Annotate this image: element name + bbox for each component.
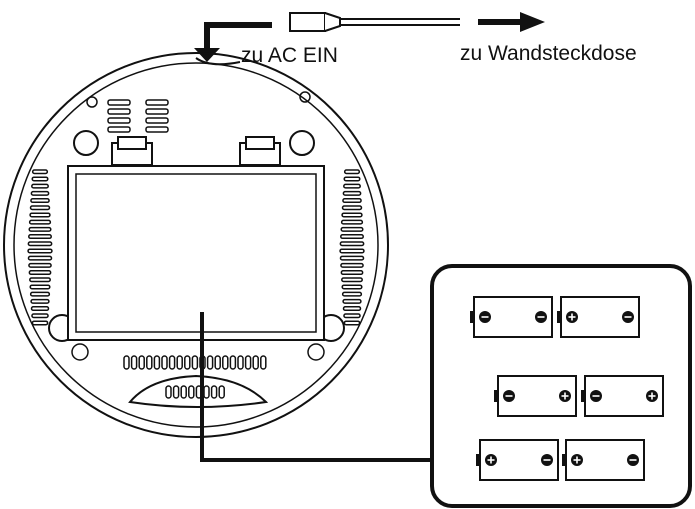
arrow-to-ac-in	[204, 22, 272, 52]
power-plug	[289, 12, 326, 32]
bottom-handle	[128, 374, 269, 408]
screw-bottom-left	[71, 343, 89, 361]
battery	[581, 375, 664, 417]
battery-cover	[67, 165, 325, 341]
battery-cover-inner	[75, 173, 317, 333]
battery	[557, 296, 640, 338]
screw-top-right	[299, 91, 311, 103]
side-vents-right	[339, 169, 365, 326]
negative-terminal-icon	[627, 454, 639, 466]
arrow-head-right-icon	[520, 12, 545, 32]
negative-terminal-icon	[541, 454, 553, 466]
bottom-vents	[123, 355, 267, 370]
handle-vents	[165, 385, 225, 399]
battery	[476, 439, 559, 481]
plug-tip	[324, 12, 341, 32]
battery	[494, 375, 577, 417]
positive-terminal-icon	[485, 454, 497, 466]
batteries	[470, 296, 664, 481]
positive-terminal-icon	[571, 454, 583, 466]
negative-terminal-icon	[535, 311, 547, 323]
label-to-ac-in: zu AC EIN	[241, 44, 338, 67]
battery	[470, 296, 553, 338]
latch-right	[239, 136, 281, 166]
side-vents-left	[27, 169, 53, 326]
label-to-wall-socket: zu Wandsteckdose	[460, 42, 637, 65]
negative-terminal-icon	[503, 390, 515, 402]
screw-bottom-right	[307, 343, 325, 361]
foot-top-right	[289, 130, 315, 156]
negative-terminal-icon	[479, 311, 491, 323]
battery	[562, 439, 645, 481]
device-body	[3, 52, 389, 438]
latch-left	[111, 136, 153, 166]
leader-line	[200, 312, 432, 462]
device-outer-rim	[3, 52, 389, 438]
cable-notch	[195, 57, 241, 66]
negative-terminal-icon	[622, 311, 634, 323]
power-cable	[194, 12, 545, 62]
positive-terminal-icon	[646, 390, 658, 402]
device-inner-rim	[13, 62, 379, 428]
foot-top-left	[73, 130, 99, 156]
positive-terminal-icon	[566, 311, 578, 323]
arrow-head-down-icon	[194, 48, 220, 62]
positive-terminal-icon	[559, 390, 571, 402]
top-vents	[107, 99, 169, 133]
screw-top-left	[86, 96, 98, 108]
negative-terminal-icon	[590, 390, 602, 402]
battery-compartment-detail	[430, 264, 692, 508]
